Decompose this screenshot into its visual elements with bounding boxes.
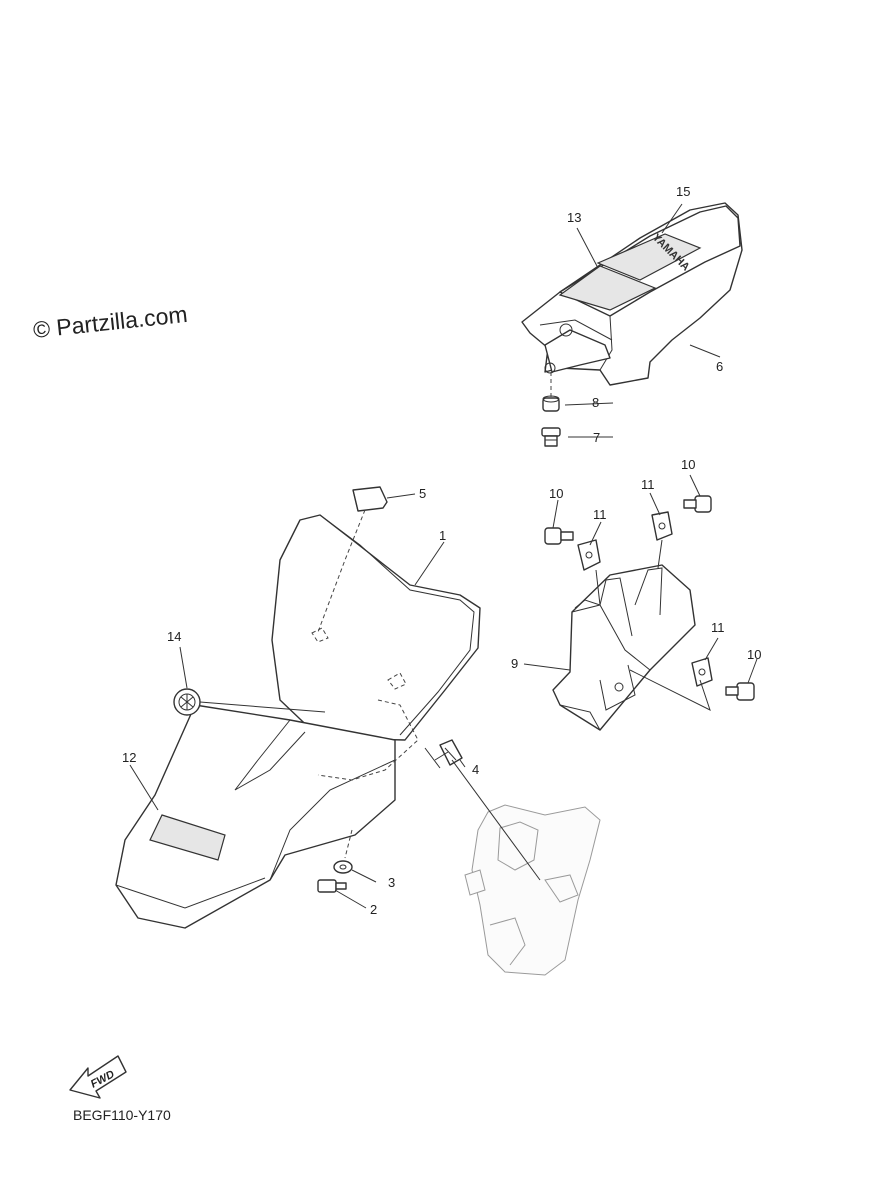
callout-10b: 10 — [681, 457, 695, 472]
callout-10c: 10 — [747, 647, 761, 662]
callout-9: 9 — [511, 656, 518, 671]
rear-seat-cowl[interactable]: YAMAHA — [521, 202, 743, 386]
bolt-part-7[interactable] — [541, 427, 561, 447]
bolt-part-2[interactable] — [317, 879, 347, 893]
nut-clip-part-4[interactable] — [439, 739, 463, 766]
callout-13: 13 — [567, 210, 581, 225]
frame-guide — [451, 759, 541, 881]
callout-1: 1 — [439, 528, 446, 543]
fwd-arrow-icon: FWD — [69, 1055, 127, 1099]
emblem-part-14[interactable] — [173, 688, 201, 716]
diagram-code: BEGF110-Y170 — [73, 1107, 171, 1123]
callout-labels: 1 2 3 4 5 6 7 8 9 10 10 10 11 11 11 12 1… — [122, 184, 761, 917]
frame-reference — [464, 804, 601, 976]
clip-guide — [424, 747, 449, 769]
grommet-part-5[interactable] — [352, 486, 388, 512]
leader-lines — [129, 203, 758, 909]
emblem-guide — [199, 701, 326, 713]
callout-14: 14 — [167, 629, 181, 644]
clip-part-11c[interactable] — [691, 657, 713, 687]
callout-11c: 11 — [711, 620, 725, 635]
panel-decal — [149, 814, 226, 861]
lower-body-panel[interactable] — [115, 704, 396, 929]
clip-part-11b[interactable] — [651, 511, 673, 541]
clip-part-11a[interactable] — [577, 539, 601, 571]
front-cowl[interactable] — [271, 514, 481, 741]
callout-2: 2 — [370, 902, 377, 917]
callout-7: 7 — [593, 430, 600, 445]
collar-part[interactable] — [542, 395, 560, 412]
panel-fit-guide — [317, 699, 419, 781]
callout-11a: 11 — [593, 507, 607, 522]
screw-guide — [344, 829, 353, 859]
callout-6: 6 — [716, 359, 723, 374]
bolt-part-10b[interactable] — [683, 495, 712, 513]
callout-10a: 10 — [549, 486, 563, 501]
callout-12: 12 — [122, 750, 136, 765]
bolt-part-10c[interactable] — [725, 682, 755, 701]
callout-5: 5 — [419, 486, 426, 501]
callout-11b: 11 — [641, 477, 655, 492]
callout-15: 15 — [676, 184, 690, 199]
washer-part-3[interactable] — [333, 860, 353, 874]
callout-4: 4 — [472, 762, 479, 777]
seat-decal — [596, 233, 702, 281]
bolt-part-10a[interactable] — [544, 527, 574, 545]
watermark-text: © Partzilla.com — [32, 301, 189, 343]
grommet-guide — [317, 509, 366, 633]
callout-3: 3 — [388, 875, 395, 890]
seat-stripe-decal — [558, 265, 657, 311]
callout-8: 8 — [592, 395, 599, 410]
bracket-holder[interactable] — [552, 564, 696, 731]
